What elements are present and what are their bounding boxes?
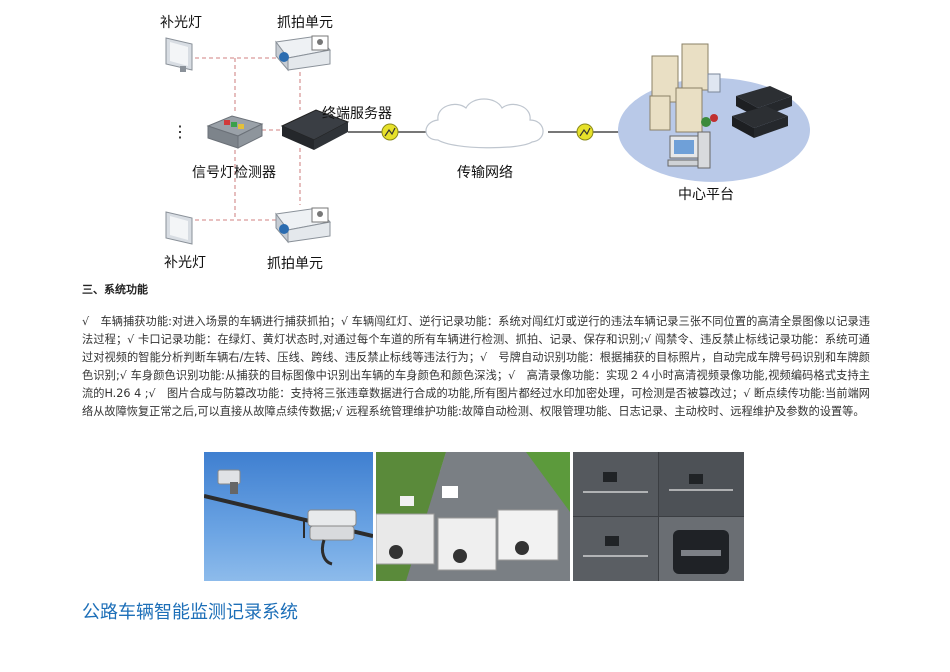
signal-detector-label: 信号灯检测器 (192, 165, 276, 181)
camera-bottom-label: 抓拍单元 (267, 256, 323, 272)
camera-bottom-icon (275, 207, 331, 244)
center-platform-icon (618, 43, 810, 182)
fill-light-top-icon (165, 37, 193, 72)
fill-light-bottom-icon (165, 211, 193, 245)
terminal-server-label: 终端服务器 (322, 106, 392, 122)
diagram-graphics (165, 35, 810, 245)
highway-cameras-photo (376, 452, 570, 581)
capture-grid-photo (573, 452, 744, 581)
camera-top-icon (275, 35, 331, 72)
camera-top-label: 抓拍单元 (277, 15, 333, 31)
fill-light-bottom-label: 补光灯 (164, 255, 206, 271)
section-heading: 三、系统功能 (82, 283, 148, 296)
network-cloud-icon (425, 98, 544, 149)
highway-cameras-image (376, 452, 570, 581)
capture-grid-image (573, 452, 744, 581)
ellipsis-label: ⋮ (172, 122, 188, 141)
system-diagram: 补光灯 抓拍单元 终端服务器 ⋮ 信号灯检测器 传输网络 中心平台 补光灯 抓拍… (0, 0, 950, 280)
dashed-connections (195, 57, 301, 221)
camera-pole-image (204, 469, 373, 566)
camera-pole-photo (204, 452, 373, 581)
page-caption: 公路车辆智能监测记录系统 (82, 602, 298, 623)
center-platform-label: 中心平台 (678, 187, 734, 203)
terminal-server-icon (280, 109, 350, 150)
connector-icons (381, 123, 594, 141)
fill-light-top-label: 补光灯 (160, 15, 202, 31)
signal-detector-icon (206, 115, 264, 149)
transmission-network-label: 传输网络 (457, 165, 513, 181)
section-body: √ 车辆捕获功能:对进入场景的车辆进行捕获抓拍；√ 车辆闯红灯、逆行记录功能：系… (82, 315, 870, 418)
